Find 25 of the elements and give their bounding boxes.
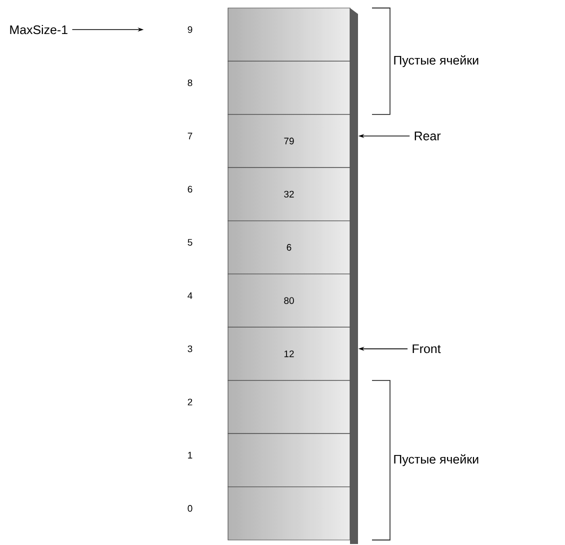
bracket-label: Пустые ячейки [394,55,478,68]
index-label: 6 [188,186,192,193]
index-label: 2 [188,398,192,406]
index-label: 4 [188,292,192,299]
index-label: 9 [188,26,192,33]
pointer-label: Rear [414,132,441,140]
queue-cell: 6 [228,220,350,274]
index-label: 5 [188,239,192,246]
pointer-label: Front [412,344,441,354]
queue-cell: 32 [228,167,350,222]
queue-cell: 80 [228,274,350,328]
index-label: 1 [188,452,192,458]
bracket-label: Пустые ячейки [394,454,478,466]
empty-cell [228,60,350,115]
empty-cell [228,486,350,540]
queue-cell: 79 [228,114,350,168]
empty-cell [228,380,350,434]
index-label: 0 [188,505,192,512]
index-label: 7 [188,132,192,140]
index-label: 8 [188,79,192,86]
queue-cell: 12 [228,326,350,381]
empty-cell [228,433,350,488]
index-label: 3 [188,345,192,352]
empty-cell [228,8,350,62]
pointer-label: MaxSize-1 [10,25,68,34]
